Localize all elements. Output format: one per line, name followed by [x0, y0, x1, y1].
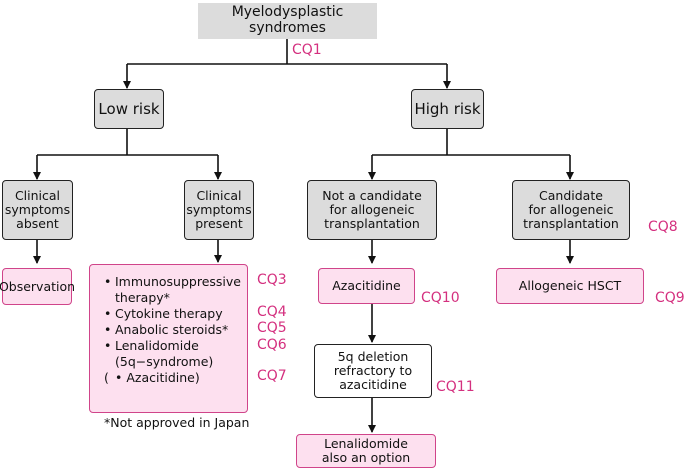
list-item-text: Immunosuppressive therapy*	[115, 274, 241, 305]
node-lenalidomide-option: Lenalidomide also an option	[296, 434, 436, 468]
bullet: •	[104, 322, 112, 337]
list-item-text: • Azacitidine)	[115, 370, 200, 385]
cq-label-immunosuppressive: CQ3	[257, 272, 287, 288]
node-azacitidine: Azacitidine	[318, 268, 415, 304]
bullet: •	[104, 306, 112, 321]
therapy-options-list: • Immunosuppressive therapy* • Cytokine …	[89, 264, 248, 413]
node-high-risk: High risk	[411, 89, 484, 129]
list-item: • Cytokine therapy	[104, 306, 241, 322]
node-candidate: Candidate for allogeneic transplantation	[512, 180, 630, 240]
cq-label-root: CQ1	[292, 42, 322, 58]
cq-label-candidate: CQ8	[648, 219, 678, 235]
cq-label-refractory: CQ11	[436, 379, 475, 395]
node-allogeneic-hsct: Allogeneic HSCT	[496, 268, 644, 304]
list-item-text: Cytokine therapy	[115, 306, 223, 321]
list-item: • Anabolic steroids*	[104, 322, 241, 338]
list-item: • Immunosuppressive therapy*	[104, 274, 241, 306]
cq-label-lenalidomide: CQ6	[257, 337, 287, 353]
node-symptoms-present: Clinical symptoms present	[184, 180, 254, 240]
bullet: •	[104, 274, 112, 289]
node-not-a-candidate: Not a candidate for allogeneic transplan…	[307, 180, 437, 240]
list-item: ( • Azacitidine)	[104, 370, 241, 386]
node-low-risk: Low risk	[94, 89, 164, 129]
node-5q-deletion-refractory: 5q deletion refractory to azacitidine	[314, 344, 432, 398]
node-observation: Observation	[0, 268, 75, 305]
node-myelodysplastic-syndromes: Myelodysplastic syndromes	[198, 3, 377, 39]
cq-label-hsct: CQ9	[655, 290, 685, 306]
cq-label-anabolic: CQ5	[257, 320, 287, 336]
bullet: (	[104, 370, 109, 385]
bullet: •	[104, 338, 112, 353]
list-item: • Lenalidomide (5q−syndrome)	[104, 338, 241, 370]
footnote: *Not approved in Japan	[104, 415, 250, 430]
cq-label-cytokine: CQ4	[257, 304, 287, 320]
node-symptoms-absent: Clinical symptoms absent	[2, 180, 73, 240]
cq-label-azacitidine-low: CQ7	[257, 368, 287, 384]
list-item-text: Anabolic steroids*	[115, 322, 229, 337]
cq-label-azacitidine: CQ10	[421, 290, 460, 306]
list-item-text: Lenalidomide (5q−syndrome)	[115, 338, 214, 369]
